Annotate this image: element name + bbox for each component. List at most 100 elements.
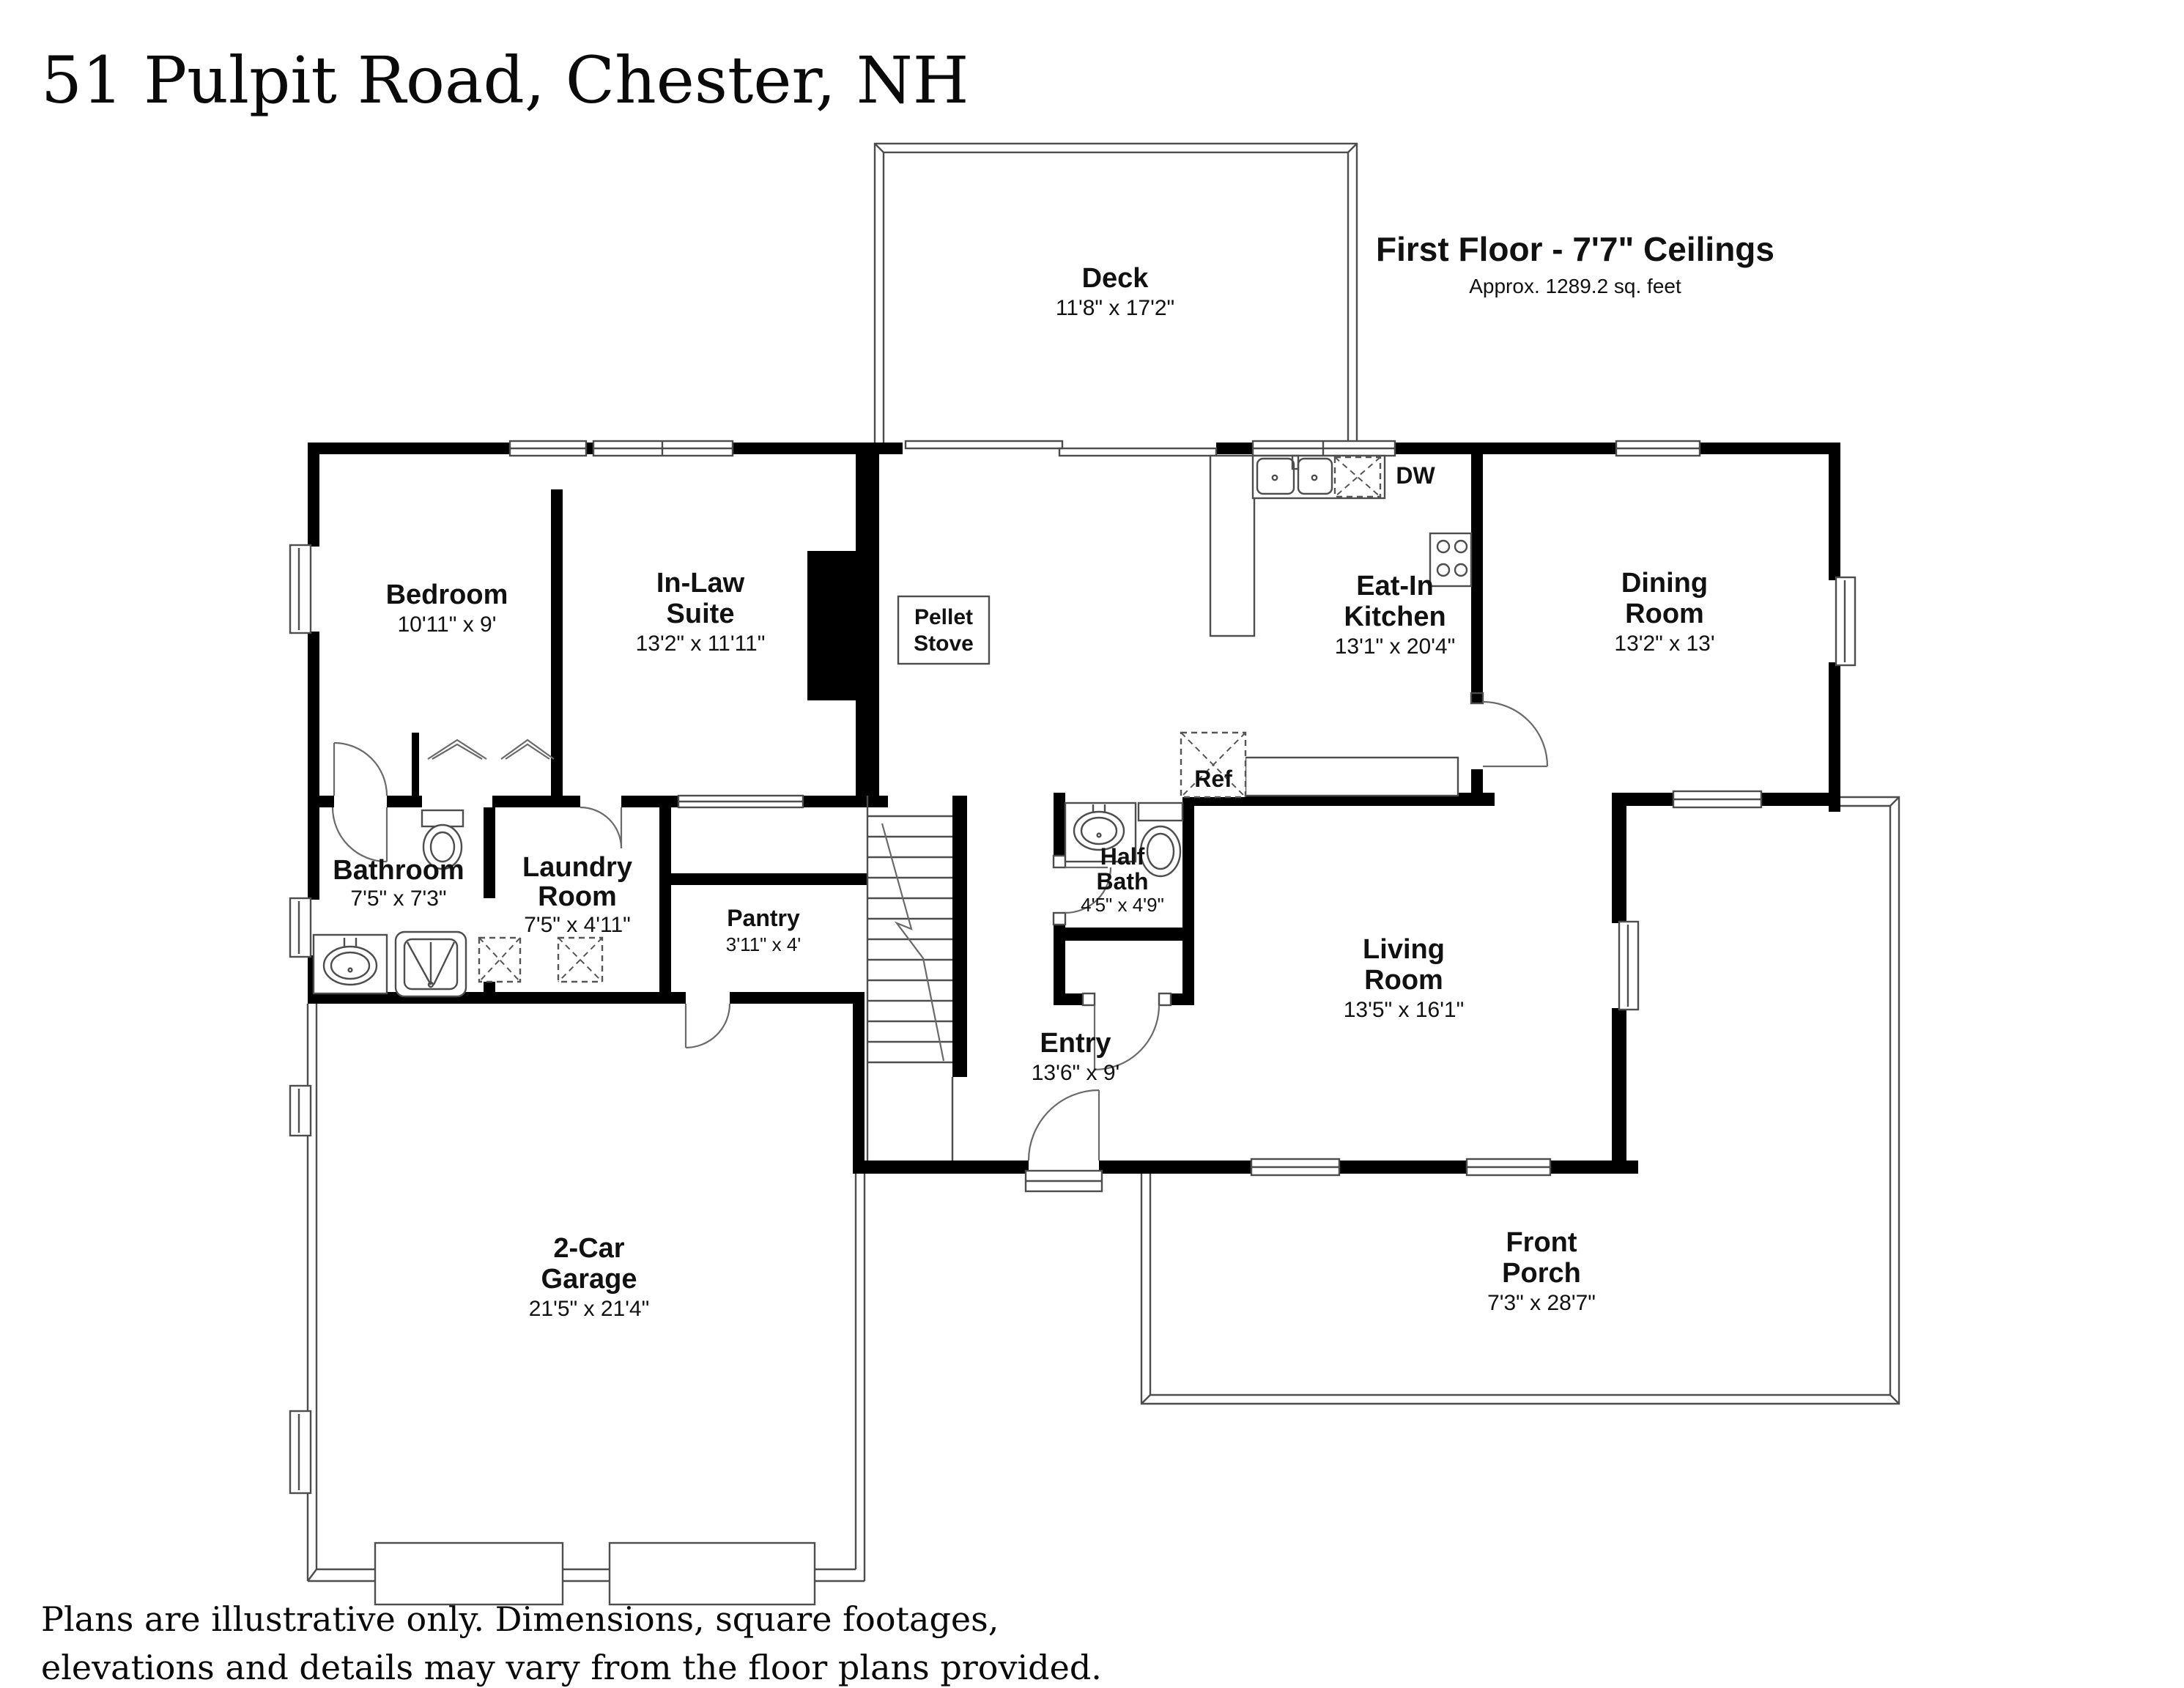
inlaw-label-line1: In-Law (656, 568, 745, 599)
deck-outer-rail (873, 142, 1358, 447)
living-right-window (1610, 920, 1640, 1011)
deck-corner-tick-left (874, 143, 884, 153)
porch-corner-tick-right (1889, 1394, 1900, 1404)
kitchen-sink (1256, 454, 1333, 495)
bathroom-shower (394, 930, 467, 998)
bathroom-vanity-sink (312, 933, 388, 995)
halfbath-left-wall-lower (1054, 913, 1065, 1005)
bedroom-closet-opening (422, 796, 492, 807)
laundry-fixtures (478, 936, 604, 983)
laundry-dims: 7'5" x 4'11" (524, 913, 631, 937)
laundry-door (580, 796, 623, 849)
refrigerator-label: Ref (1194, 766, 1232, 792)
labels: 51 Pulpit Road, Chester, NH First Floor … (41, 42, 1774, 1687)
halfbath-label-line2: Bath (1096, 868, 1148, 895)
garage-outline (289, 1004, 866, 1606)
bedroom-closet-rods (427, 738, 555, 760)
dryer (557, 936, 604, 983)
half-bath-door (1052, 854, 1112, 926)
dining-label-line1: Dining (1621, 568, 1708, 599)
floor-heading: First Floor - 7'7" Ceilings (1376, 230, 1774, 268)
closet-divider-stub (412, 733, 419, 796)
bedroom-inlaw-divider (551, 489, 563, 807)
porch-label-line1: Front (1506, 1227, 1577, 1258)
kitchen-dining-door (1470, 692, 1549, 769)
washer (478, 936, 522, 983)
halfbath-bottom-wall (1054, 928, 1194, 941)
kitchen-label-line2: Kitchen (1344, 601, 1445, 632)
deck-dims: 11'8" x 17'2" (1056, 296, 1174, 320)
half-bath-toilet (1137, 802, 1184, 878)
bathroom-label: Bathroom (333, 855, 464, 886)
half-bath-vanity-sink (1064, 802, 1137, 863)
bathroom-door (331, 807, 388, 863)
inlaw-label-line2: Suite (667, 599, 735, 629)
dining-right-window (1827, 576, 1857, 667)
kitchen-peninsula-counter (1209, 454, 1256, 637)
half-bath-fixtures (1064, 802, 1184, 878)
deck-corner-tick-right (1347, 143, 1358, 153)
garage-entry-door (684, 992, 731, 1049)
bath-laundry-divider-upper (484, 807, 495, 898)
porch-dims: 7'3" x 28'7" (1487, 1291, 1596, 1315)
stair-right-wall (952, 796, 967, 1077)
front-door (1024, 1089, 1103, 1193)
halfbath-left-wall-upper (1054, 793, 1065, 867)
entry-closet-door (1081, 992, 1172, 1071)
pantry-dims: 3'11" x 4' (726, 933, 802, 955)
bedroom-dims: 10'11" x 9' (398, 612, 497, 637)
kitchen-fixtures (1180, 454, 1473, 799)
entry-dims: 13'6" x 9' (1032, 1061, 1120, 1085)
pellet-stove-body (807, 551, 879, 700)
living-dims: 13'5" x 16'1" (1344, 998, 1465, 1022)
inlaw-bottom-opening (677, 794, 804, 809)
staircase (866, 796, 954, 1160)
pellet-stove-label-box: Pellet Stove (897, 595, 991, 665)
entry-label: Entry (1040, 1028, 1111, 1059)
bedroom-top-window (508, 440, 588, 457)
doors (331, 692, 1549, 1193)
laundry-right-wall (659, 807, 671, 1004)
deck-slider-door (903, 440, 1218, 457)
refrigerator (1180, 731, 1247, 799)
windows (289, 440, 1857, 1177)
halfbath-dims: 4'5" x 4'9" (1081, 894, 1164, 916)
dining-bottom-window (1672, 790, 1763, 809)
garage-window-upper (289, 1084, 312, 1137)
bedroom-door (333, 741, 388, 807)
bathroom-fixtures (312, 809, 467, 998)
floor-subheading: Approx. 1289.2 sq. feet (1469, 275, 1681, 297)
bathroom-toilet (421, 809, 464, 870)
laundry-label-line1: Laundry (522, 852, 632, 883)
deck-label: Deck (1082, 263, 1150, 294)
inlaw-dims: 13'2" x 11'11" (636, 632, 766, 656)
halfbath-right-wall (1182, 793, 1194, 1005)
deck-outline (873, 142, 1358, 447)
kitchen-label-line1: Eat-In (1356, 571, 1434, 601)
kitchen-top-window (1251, 440, 1396, 457)
garage-dims: 21'5" x 21'4" (529, 1297, 650, 1321)
pellet-stove-label-line2: Stove (914, 632, 974, 656)
garage-door-panel-right (608, 1541, 816, 1606)
living-label-line1: Living (1363, 934, 1445, 965)
dining-label-line2: Room (1625, 599, 1704, 629)
range-stove (1429, 532, 1473, 588)
bathroom-dims: 7'5" x 7'3" (350, 886, 446, 911)
inlaw-top-window (592, 440, 734, 457)
laundry-label-line2: Room (538, 881, 617, 912)
pantry-top-wall (659, 873, 867, 885)
halfbath-label-line1: Half (1100, 843, 1145, 870)
garage-label-line1: 2-Car (553, 1233, 624, 1264)
bedroom-left-window (289, 544, 319, 634)
living-bottom-window-right (1465, 1158, 1552, 1177)
garage-label-line2: Garage (541, 1264, 637, 1295)
vestibule-left-wall (853, 1004, 865, 1174)
front-porch-outline (1140, 796, 1900, 1405)
kitchen-dining-divider-stub (1471, 769, 1483, 793)
garage-corner-tick (307, 1569, 317, 1582)
pantry-label: Pantry (727, 905, 800, 931)
dishwasher-label: DW (1396, 462, 1435, 489)
garage-door-panel-left (374, 1541, 564, 1606)
